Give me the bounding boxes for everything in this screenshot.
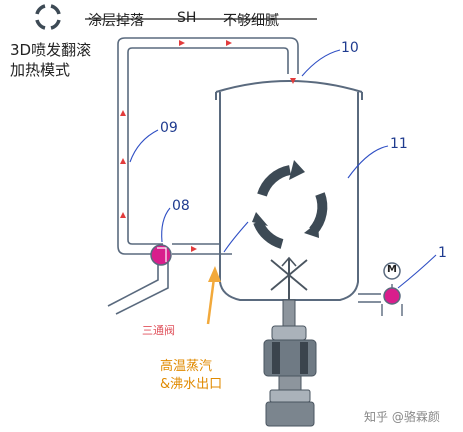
rotation-arrows — [252, 160, 328, 249]
outlet-arrow — [206, 266, 221, 325]
vessel-lid — [215, 80, 363, 93]
circulation-pipe — [107, 37, 299, 315]
watermark: 知乎 @骆霖颜 — [364, 410, 440, 424]
callout-11: 11 — [390, 136, 408, 152]
rotation-mode-icon — [35, 4, 61, 30]
callout-lines — [129, 49, 437, 289]
mode-label-line-1: 3D喷发翻滚 — [10, 41, 92, 59]
flow-arrows — [120, 40, 296, 252]
mode-label-line-2: 加热模式 — [10, 61, 71, 79]
callout-08: 08 — [172, 198, 190, 214]
callout-10: 10 — [341, 40, 359, 56]
outlet-label-line-1: 高温蒸汽 — [160, 359, 213, 374]
motor-symbol: M — [387, 264, 397, 275]
legend-item-coating: 涂层掉落 — [88, 13, 144, 29]
three-way-valve-label: 三通阀 — [142, 324, 175, 337]
pump-08 — [150, 244, 172, 266]
callout-1: 1 — [438, 245, 447, 261]
legend-item-sh: SH — [177, 10, 197, 26]
motor-valve-1 — [358, 262, 403, 316]
drive-motor-assembly — [263, 299, 317, 427]
legend-item-fineness: 不够细腻 — [223, 13, 279, 29]
callout-09: 09 — [160, 120, 178, 136]
outlet-label-line-2: &沸水出口 — [160, 377, 223, 392]
